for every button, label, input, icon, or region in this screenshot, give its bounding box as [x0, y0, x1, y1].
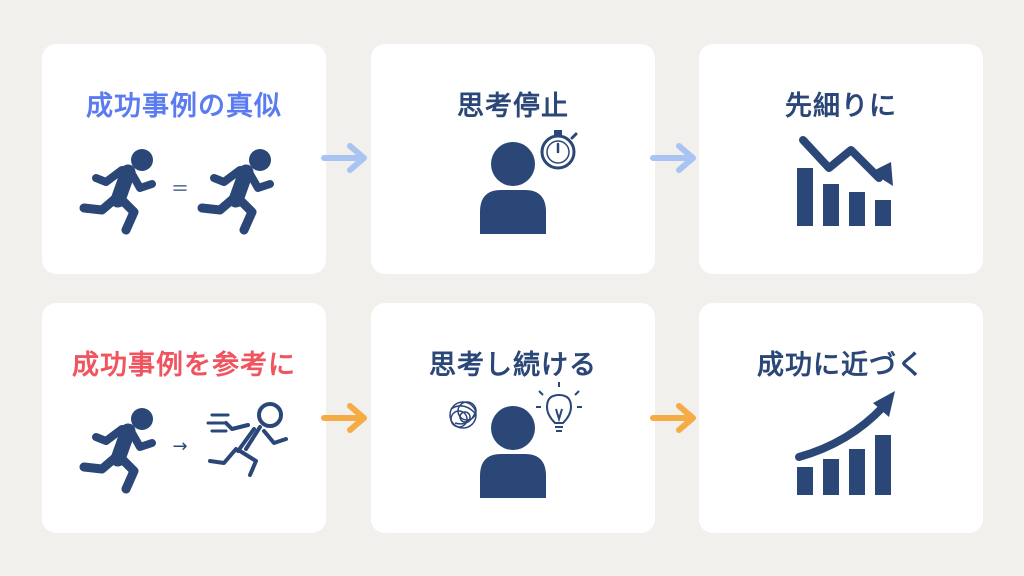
card-title-dwindle: 先細りに	[785, 91, 897, 122]
arrow-right-icon	[321, 403, 367, 433]
arrow-right-icon	[650, 143, 696, 173]
person-stopwatch-icon	[480, 130, 578, 234]
equals-symbol: ＝	[171, 179, 189, 200]
card-keep-thinking: 思考し続ける	[371, 303, 655, 533]
arrow-right-icon	[321, 143, 367, 173]
rising-bar-chart-icon	[795, 391, 895, 495]
card-title-reference: 成功事例を参考に	[72, 350, 296, 381]
card-title-approach-success: 成功に近づく	[757, 350, 925, 381]
declining-bar-chart-icon	[797, 136, 893, 226]
card-stop-thinking: 思考停止	[371, 44, 655, 274]
card-approach-success: 成功に近づく	[699, 303, 983, 533]
stopwatch-icon	[540, 130, 578, 170]
lightbulb-icon	[536, 382, 582, 432]
card-title-stop-thinking: 思考停止	[457, 91, 569, 122]
card-title-keep-thinking: 思考し続ける	[429, 350, 597, 381]
card-dwindle: 先細りに	[699, 44, 983, 274]
person-thinking-lightbulb-icon	[449, 382, 582, 498]
tangled-thought-icon	[449, 401, 477, 429]
card-title-imitate: 成功事例の真似	[86, 91, 282, 122]
card-reference-success: 成功事例を参考に →	[42, 303, 326, 533]
arrow-right-icon	[650, 403, 696, 433]
card-imitate-success: 成功事例の真似 ＝	[42, 44, 326, 274]
arrow-symbol: →	[172, 436, 187, 457]
sprinter-icon	[206, 402, 288, 477]
runner-to-sprinter-icon: →	[42, 303, 288, 533]
runner-equals-runner-icon: ＝	[42, 44, 326, 274]
